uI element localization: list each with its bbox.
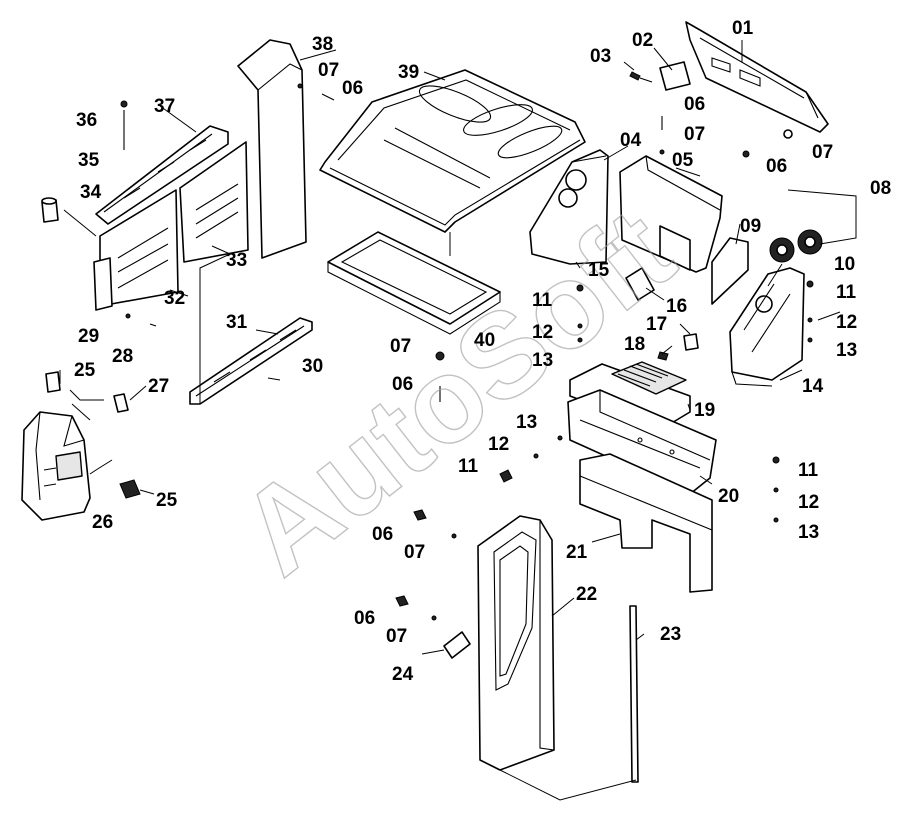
callout-11-b: 11 — [836, 282, 857, 303]
callout-21: 21 — [566, 542, 588, 563]
callout-12-b: 12 — [836, 312, 857, 333]
callout-05: 05 — [672, 150, 694, 171]
callout-17: 17 — [646, 314, 667, 335]
callout-13-a: 13 — [532, 350, 553, 371]
part-38-pillar-panel — [237, 39, 307, 259]
part-03-screw — [629, 71, 653, 83]
fasteners — [120, 83, 814, 621]
callout-40: 40 — [474, 330, 495, 351]
part-10-speaker-grilles — [769, 229, 823, 263]
callout-36: 36 — [76, 110, 97, 131]
callout-09: 09 — [740, 216, 761, 237]
callout-08: 08 — [870, 178, 891, 199]
callout-11-c: 11 — [458, 456, 479, 477]
callout-06-d: 06 — [392, 374, 413, 395]
part-39-roof-panel — [319, 69, 586, 233]
callout-07-d: 07 — [390, 336, 411, 357]
callout-04: 04 — [620, 130, 642, 151]
callout-07-a: 07 — [318, 60, 339, 81]
callout-20: 20 — [718, 486, 739, 507]
callout-30: 30 — [302, 356, 323, 377]
callout-06-b: 06 — [684, 94, 705, 115]
part-25-switch-top — [45, 371, 61, 393]
callout-07-f: 07 — [386, 626, 407, 647]
callout-25-a: 25 — [74, 360, 96, 381]
callout-28: 28 — [112, 346, 133, 367]
part-05-rear-wall — [619, 155, 723, 273]
part-14-right-column — [729, 267, 805, 387]
leader-lines — [59, 40, 857, 801]
callout-39: 39 — [398, 62, 419, 83]
callout-06-e: 06 — [372, 524, 393, 545]
callout-13-d: 13 — [798, 522, 819, 543]
part-02-plate — [659, 61, 691, 91]
callout-12-a: 12 — [532, 322, 553, 343]
part-21-lower-bracket — [579, 453, 713, 593]
callout-10: 10 — [834, 254, 855, 275]
callout-06-a: 06 — [342, 78, 363, 99]
part-01-rear-trim-panel — [685, 21, 829, 133]
part-17-bracket — [683, 333, 699, 351]
part-27-switch — [113, 393, 129, 413]
callout-29: 29 — [78, 326, 99, 347]
part-32-left-side-panel — [93, 189, 179, 311]
part-37-upper-trim — [95, 125, 229, 225]
part-09-cover — [711, 237, 749, 305]
callout-01: 01 — [732, 18, 754, 39]
callout-07-c: 07 — [812, 142, 833, 163]
callout-13-c: 13 — [516, 412, 537, 433]
callout-33: 33 — [226, 250, 247, 271]
callout-07-b: 07 — [684, 124, 705, 145]
callout-37: 37 — [154, 96, 175, 117]
callout-35: 35 — [78, 150, 100, 171]
callout-12-d: 12 — [798, 492, 819, 513]
callout-06-c: 06 — [766, 156, 787, 177]
part-04-left-column — [529, 149, 609, 265]
part-24-plate — [443, 631, 471, 659]
callout-labels: 01 02 03 04 05 06 06 06 06 06 06 07 07 0… — [74, 18, 891, 685]
callout-23: 23 — [660, 624, 681, 645]
part-23-seal-strip — [629, 605, 639, 783]
part-22-door — [477, 515, 555, 771]
callout-38: 38 — [312, 34, 333, 55]
part-20-floor-frame — [567, 389, 717, 495]
callout-24: 24 — [392, 664, 414, 685]
callout-26: 26 — [92, 512, 113, 533]
callout-18: 18 — [624, 334, 645, 355]
part-34-cup-holder — [41, 197, 59, 223]
callout-11-d: 11 — [798, 460, 819, 481]
callout-16: 16 — [666, 296, 687, 317]
callout-15: 15 — [588, 260, 610, 281]
callout-34: 34 — [80, 182, 102, 203]
part-19-console-base — [569, 361, 691, 431]
callout-12-c: 12 — [488, 434, 509, 455]
callout-13-b: 13 — [836, 340, 857, 361]
callout-19: 19 — [694, 400, 715, 421]
callout-22: 22 — [576, 584, 597, 605]
callout-06-f: 06 — [354, 608, 375, 629]
part-26-control-console — [21, 411, 91, 521]
callout-25-b: 25 — [156, 490, 178, 511]
callout-11-a: 11 — [532, 290, 553, 311]
callout-02: 02 — [632, 30, 653, 51]
callout-03: 03 — [590, 46, 611, 67]
callout-27: 27 — [148, 376, 169, 397]
part-16-plate — [625, 267, 655, 301]
callout-07-e: 07 — [404, 542, 425, 563]
part-31-sill-trim — [189, 317, 313, 405]
part-18-screw — [657, 351, 669, 361]
callout-31: 31 — [226, 312, 248, 333]
part-33-side-lining — [179, 141, 249, 263]
callout-14: 14 — [802, 376, 824, 397]
part-40-roof-frame — [327, 231, 501, 335]
part-25-switch-bottom — [119, 479, 141, 499]
callout-32: 32 — [164, 288, 185, 309]
